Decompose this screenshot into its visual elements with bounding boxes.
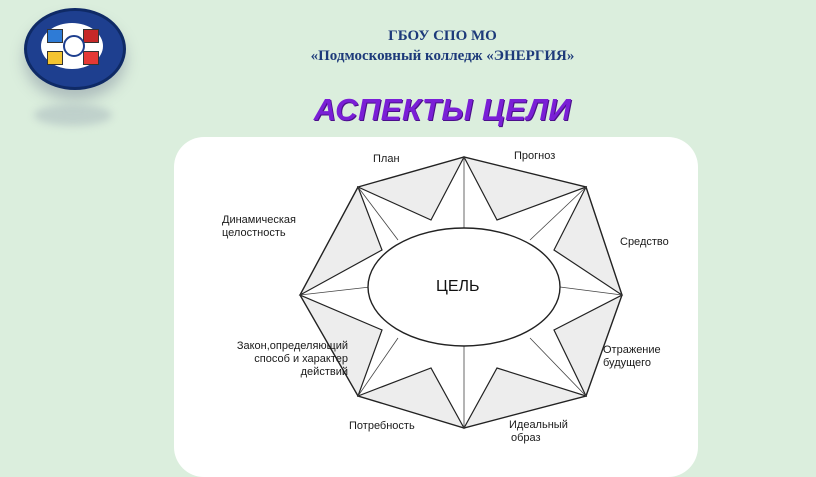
logo-coat-of-arms-left	[47, 29, 63, 43]
aspect-dynamic-integrity: Динамическая целостность	[222, 214, 296, 240]
goal-ellipse	[367, 227, 561, 347]
logo-coat-of-arms-bottom-right	[83, 51, 99, 65]
aspect-dynamic-integrity-line-2: целостность	[222, 227, 286, 239]
aspect-need: Потребность	[349, 420, 415, 432]
aspect-ideal-image-line-1: Идеальный	[509, 419, 568, 431]
goal-label: ЦЕЛЬ	[436, 278, 480, 295]
aspect-future-reflection-line-1: Отражение	[603, 344, 661, 356]
logo-shadow	[34, 104, 112, 126]
org-line-1: ГБОУ СПО МО	[388, 28, 497, 44]
organization-name: ГБОУ СПО МО «Подмосковный колледж «ЭНЕРГ…	[250, 26, 635, 66]
college-logo	[24, 8, 126, 90]
aspect-means: Средство	[620, 236, 669, 248]
logo-emblem	[41, 23, 103, 69]
page-title: АСПЕКТЫ ЦЕЛИ	[313, 92, 572, 127]
aspect-future-reflection: Отражение будущего	[603, 344, 661, 370]
aspect-law: Закон,определяющий способ и характер дей…	[188, 340, 348, 379]
aspect-forecast: Прогноз	[514, 150, 556, 162]
org-line-2: «Подмосковный колледж «ЭНЕРГИЯ»	[310, 48, 575, 64]
logo-coat-of-arms-bottom-left	[47, 51, 63, 65]
logo-coat-of-arms-right	[83, 29, 99, 43]
aspect-ideal-image: Идеальный образ	[509, 419, 568, 445]
aspect-dynamic-integrity-line-1: Динамическая	[222, 214, 296, 226]
radial-lines	[299, 157, 623, 428]
aspect-law-line-3: действий	[300, 366, 348, 378]
aspect-plan: План	[373, 153, 400, 165]
goal-aspects-diagram	[298, 155, 624, 430]
aspect-law-line-2: способ и характер	[254, 353, 348, 365]
wheel-icon	[63, 35, 85, 57]
aspect-law-line-1: Закон,определяющий	[236, 340, 348, 352]
aspect-future-reflection-line-2: будущего	[603, 357, 652, 369]
aspect-ideal-image-line-2: образ	[511, 432, 541, 444]
